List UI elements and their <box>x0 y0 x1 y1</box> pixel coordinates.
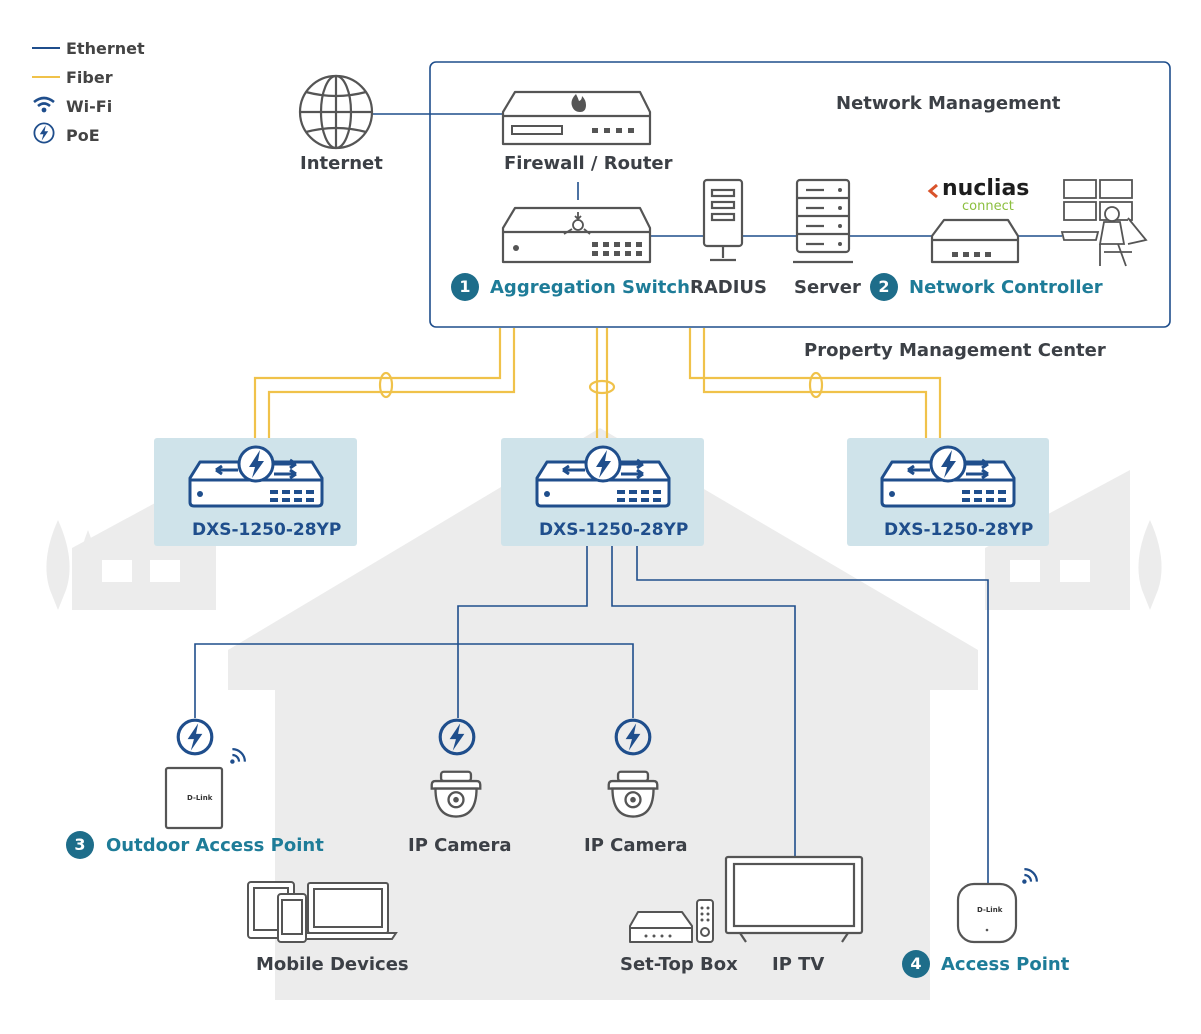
network-management-title: Network Management <box>836 93 1061 114</box>
set-top-box-label: Set-Top Box <box>620 954 738 975</box>
access-switch-panels <box>154 438 1049 546</box>
legend-fiber: Fiber <box>32 66 113 88</box>
property-management-center-label: Property Management Center <box>804 340 1106 361</box>
radius-label: RADIUS <box>690 277 768 298</box>
aggregation-switch-label: Aggregation Switch <box>490 277 690 298</box>
fiber-links <box>253 328 942 438</box>
outdoor-access-point-label: Outdoor Access Point <box>106 835 324 856</box>
badge-3: 3 <box>66 831 94 859</box>
nuclias-logo <box>927 183 938 199</box>
radius-server-icon <box>702 178 744 262</box>
house-right <box>985 470 1162 610</box>
network-controller-label: Network Controller <box>909 277 1103 298</box>
switch-model-label: DXS-1250-28YP <box>192 520 342 540</box>
network-controller-icon <box>930 218 1020 264</box>
ethernet-links <box>194 113 1062 885</box>
dlink-logo-text: D-Link <box>187 794 213 802</box>
mobile-devices-label: Mobile Devices <box>256 954 409 975</box>
badge-2: 2 <box>870 273 898 301</box>
globe-icon <box>298 74 374 150</box>
access-point-icon <box>956 868 1038 944</box>
server-rack-icon <box>793 178 853 264</box>
poe-icon <box>32 121 60 149</box>
fiber-line-swatch <box>32 76 60 78</box>
legend-ethernet-label: Ethernet <box>66 38 145 58</box>
mobile-devices-icon <box>247 881 398 943</box>
ip-camera-label: IP Camera <box>408 835 512 856</box>
set-top-box-icon <box>629 899 714 943</box>
switch-model-label: DXS-1250-28YP <box>539 520 689 540</box>
internet-label: Internet <box>300 153 383 174</box>
legend-ethernet: Ethernet <box>32 37 145 59</box>
ip-tv-icon <box>724 855 864 943</box>
badge-1: 1 <box>451 273 479 301</box>
server-label: Server <box>794 277 861 298</box>
switch-model-label: DXS-1250-28YP <box>884 520 1034 540</box>
legend-fiber-label: Fiber <box>66 67 113 87</box>
legend-wifi: Wi-Fi <box>32 95 112 117</box>
wifi-icon <box>32 95 60 117</box>
legend-poe: PoE <box>32 121 100 149</box>
ip-camera-label: IP Camera <box>584 835 688 856</box>
nuclias-brand-text: nuclias <box>942 176 1030 201</box>
outdoor-access-point-icon <box>164 748 246 830</box>
badge-4: 4 <box>902 950 930 978</box>
nuclias-connect-text: connect <box>962 199 1014 214</box>
firewall-router-label: Firewall / Router <box>504 153 673 174</box>
dlink-logo-text: D-Link <box>977 906 1003 914</box>
legend-poe-label: PoE <box>66 125 100 145</box>
ip-tv-label: IP TV <box>772 954 825 975</box>
firewall-router-icon <box>501 90 652 146</box>
aggregation-switch-icon <box>501 206 652 264</box>
operator-workstation-icon <box>1060 179 1148 267</box>
legend-wifi-label: Wi-Fi <box>66 96 113 116</box>
access-point-label: Access Point <box>941 954 1070 975</box>
ethernet-line-swatch <box>32 47 60 49</box>
